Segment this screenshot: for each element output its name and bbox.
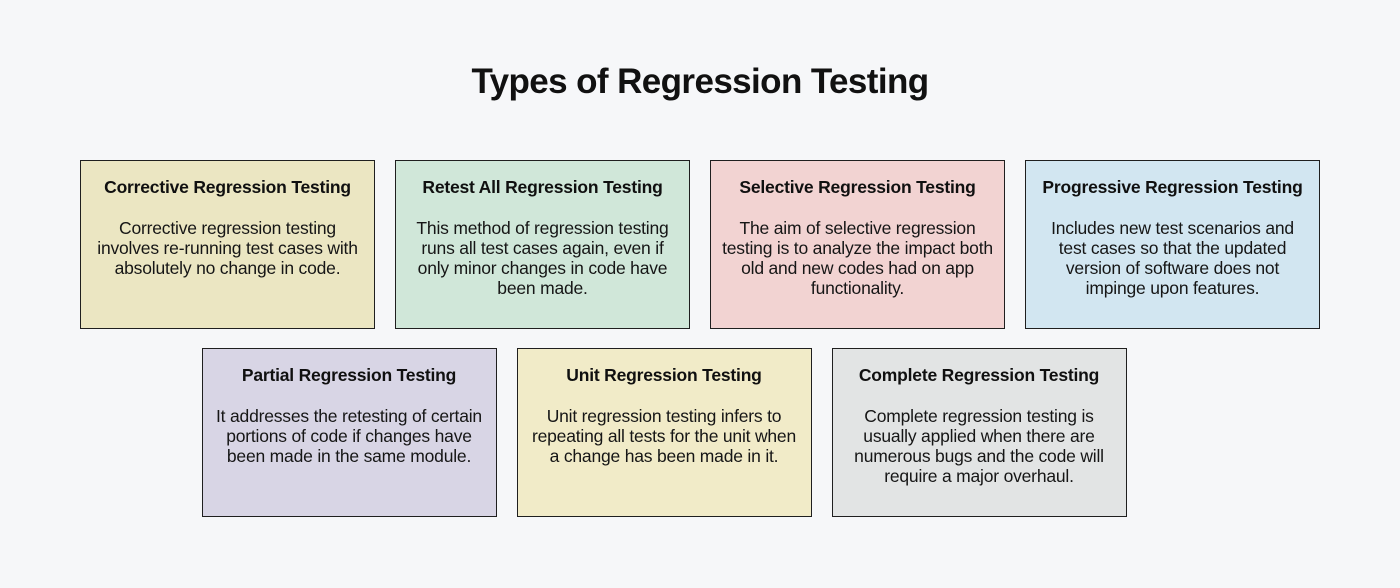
card-description: It addresses the retesting of certain po… [216,406,482,466]
card-title: Complete Regression Testing [858,365,1100,385]
card-description: Corrective regression testing involves r… [97,218,358,278]
card-row-bottom: Partial Regression Testing It addresses … [0,348,1364,517]
card-unit-regression-testing: Unit Regression Testing Unit regression … [516,348,812,517]
card-title: Corrective Regression Testing [104,177,351,197]
card-selective-regression-testing: Selective Regression Testing The aim of … [710,160,1005,329]
card-description: This method of regression testing runs a… [416,218,669,298]
card-title: Retest All Regression Testing [422,177,663,197]
card-partial-regression-testing: Partial Regression Testing It addresses … [201,348,497,517]
card-row-top: Corrective Regression Testing Corrective… [0,160,1400,329]
page-title: Types of Regression Testing [471,62,929,101]
card-corrective-regression-testing: Corrective Regression Testing Corrective… [80,160,375,329]
card-description: Unit regression testing infers to repeat… [531,406,796,466]
card-description: Complete regression testing is usually a… [854,406,1104,486]
card-description: Includes new test scenarios and test cas… [1051,218,1294,298]
card-title: Unit Regression Testing [566,365,762,385]
card-retest-all-regression-testing: Retest All Regression Testing This metho… [395,160,690,329]
card-title: Selective Regression Testing [739,177,976,197]
card-description: The aim of selective regression testing … [722,218,993,298]
card-complete-regression-testing: Complete Regression Testing Complete reg… [831,348,1127,517]
card-title: Partial Regression Testing [241,365,457,385]
card-progressive-regression-testing: Progressive Regression Testing Includes … [1025,160,1320,329]
card-title: Progressive Regression Testing [1042,177,1303,197]
